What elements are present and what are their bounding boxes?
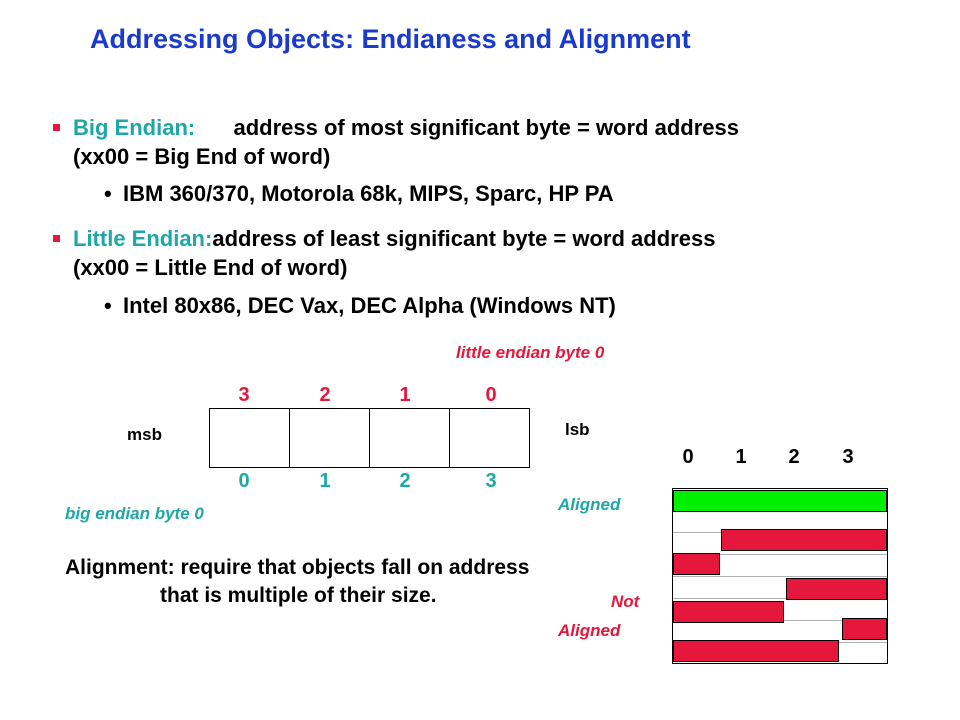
little-endian-line: Little Endian:address of least significa… (73, 226, 715, 252)
aligned-label: Aligned (558, 495, 621, 514)
top-byte-number: 1 (399, 384, 411, 406)
misaligned-bar (673, 553, 720, 575)
alignment-line-2: that is multiple of their size. (160, 584, 437, 607)
bottom-byte-number: 3 (485, 470, 497, 492)
misaligned-bar (673, 640, 839, 662)
byte-cell (290, 409, 370, 467)
big-endian-term: Big Endian: (73, 115, 196, 140)
alignment-line-1: Alignment: require that objects fall on … (65, 556, 530, 579)
byte-cell (210, 409, 290, 467)
aligned-bar (673, 490, 887, 512)
misaligned-bar (786, 578, 887, 600)
little-endian-definition: address of least significant byte = word… (212, 226, 716, 251)
bottom-byte-number: 0 (238, 470, 250, 492)
square-bullet-icon (53, 124, 60, 131)
big-endian-definition-2: (xx00 = Big End of word) (73, 144, 331, 169)
dot-bullet-icon: • (104, 293, 112, 318)
top-byte-number: 2 (319, 384, 331, 406)
little-endian-definition-2: (xx00 = Little End of word) (73, 255, 348, 280)
dot-bullet-icon: • (104, 181, 112, 206)
misaligned-bar (842, 618, 887, 640)
alignment-header-number: 1 (735, 446, 747, 468)
square-bullet-icon (53, 235, 60, 242)
word-bytes-box (209, 408, 530, 468)
lsb-label: lsb (565, 420, 590, 439)
alignment-header-number: 3 (842, 446, 854, 468)
alignment-row (673, 577, 887, 599)
alignment-header-number: 0 (682, 446, 694, 468)
bottom-byte-number: 2 (399, 470, 411, 492)
byte-cell (370, 409, 450, 467)
byte-cell (450, 409, 529, 467)
little-endian-byte0-label: little endian byte 0 (456, 343, 605, 362)
big-endian-byte0-label: big endian byte 0 (65, 504, 204, 523)
alignment-row (673, 533, 887, 555)
little-endian-term: Little Endian: (73, 226, 213, 251)
big-endian-example: IBM 360/370, Motorola 68k, MIPS, Sparc, … (123, 181, 614, 206)
top-byte-number: 3 (238, 384, 250, 406)
not-aligned-label: Aligned (558, 621, 621, 640)
msb-label: msb (127, 425, 162, 444)
big-endian-definition: address of most significant byte = word … (233, 115, 739, 140)
alignment-header-number: 2 (788, 446, 800, 468)
misaligned-bar (673, 601, 784, 623)
slide-title: Addressing Objects: Endianess and Alignm… (90, 24, 691, 54)
little-endian-example: Intel 80x86, DEC Vax, DEC Alpha (Windows… (123, 293, 616, 318)
big-endian-line: Big Endian: address of most significant … (73, 115, 739, 141)
top-byte-number: 0 (485, 384, 497, 406)
alignment-table (672, 488, 888, 664)
bottom-byte-number: 1 (319, 470, 331, 492)
not-label: Not (611, 592, 640, 611)
misaligned-bar (721, 529, 887, 551)
alignment-row (673, 555, 887, 577)
